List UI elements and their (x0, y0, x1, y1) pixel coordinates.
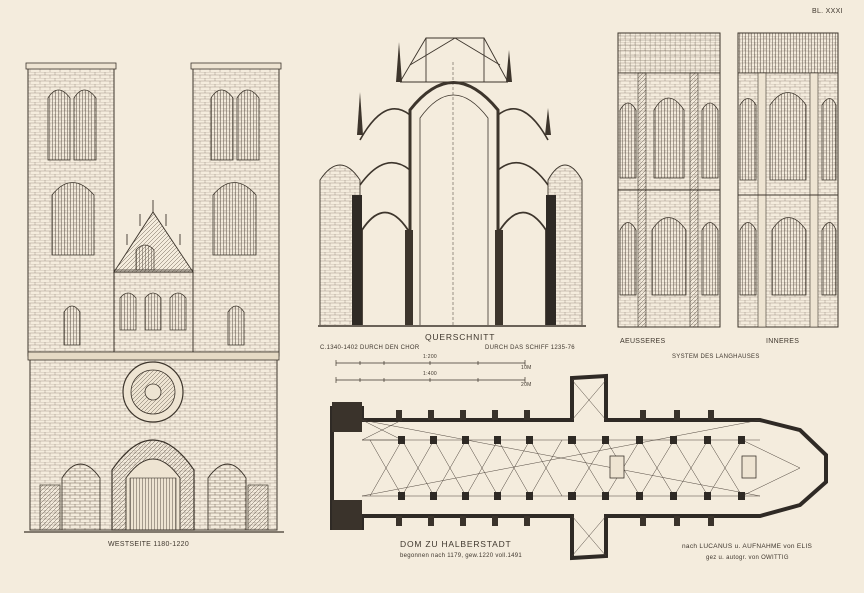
scale2-end: 20M (521, 382, 532, 388)
nach-caption: nach LUCANUS u. AUFNAHME von ELIS (682, 543, 813, 550)
inneres-caption: INNERES (766, 338, 800, 345)
nave-system-drawing (617, 32, 839, 328)
begonnen-caption: begonnen nach 1179, gew.1220 voll.1491 (400, 553, 523, 559)
west-facade-drawing (24, 62, 284, 533)
schiff-caption: DURCH DAS SCHIFF 1235-76 (485, 345, 575, 351)
westseite-caption: WESTSEITE 1180-1220 (108, 541, 190, 548)
system-caption: SYSTEM DES LANGHAUSES (672, 354, 760, 360)
scale1-label: 1:200 (423, 354, 438, 360)
rib-vaults (369, 379, 801, 557)
cross-section-drawing (318, 37, 586, 327)
dom-title: DOM ZU HALBERSTADT (400, 539, 512, 549)
floor-plan-drawing (330, 373, 828, 561)
aeusseres-caption: AEUSSERES (620, 338, 666, 345)
chor-caption: C.1340-1402 DURCH DEN CHOR (320, 345, 420, 351)
scale2-label: 1:400 (423, 371, 438, 377)
gez-caption: gez u. autogr. von OWITTIG (706, 555, 789, 561)
querschnitt-caption: QUERSCHNITT (425, 332, 496, 342)
scale-bars (335, 360, 526, 383)
plate-number: BL. XXXI (812, 8, 843, 15)
scale1-end: 10M (521, 365, 532, 371)
